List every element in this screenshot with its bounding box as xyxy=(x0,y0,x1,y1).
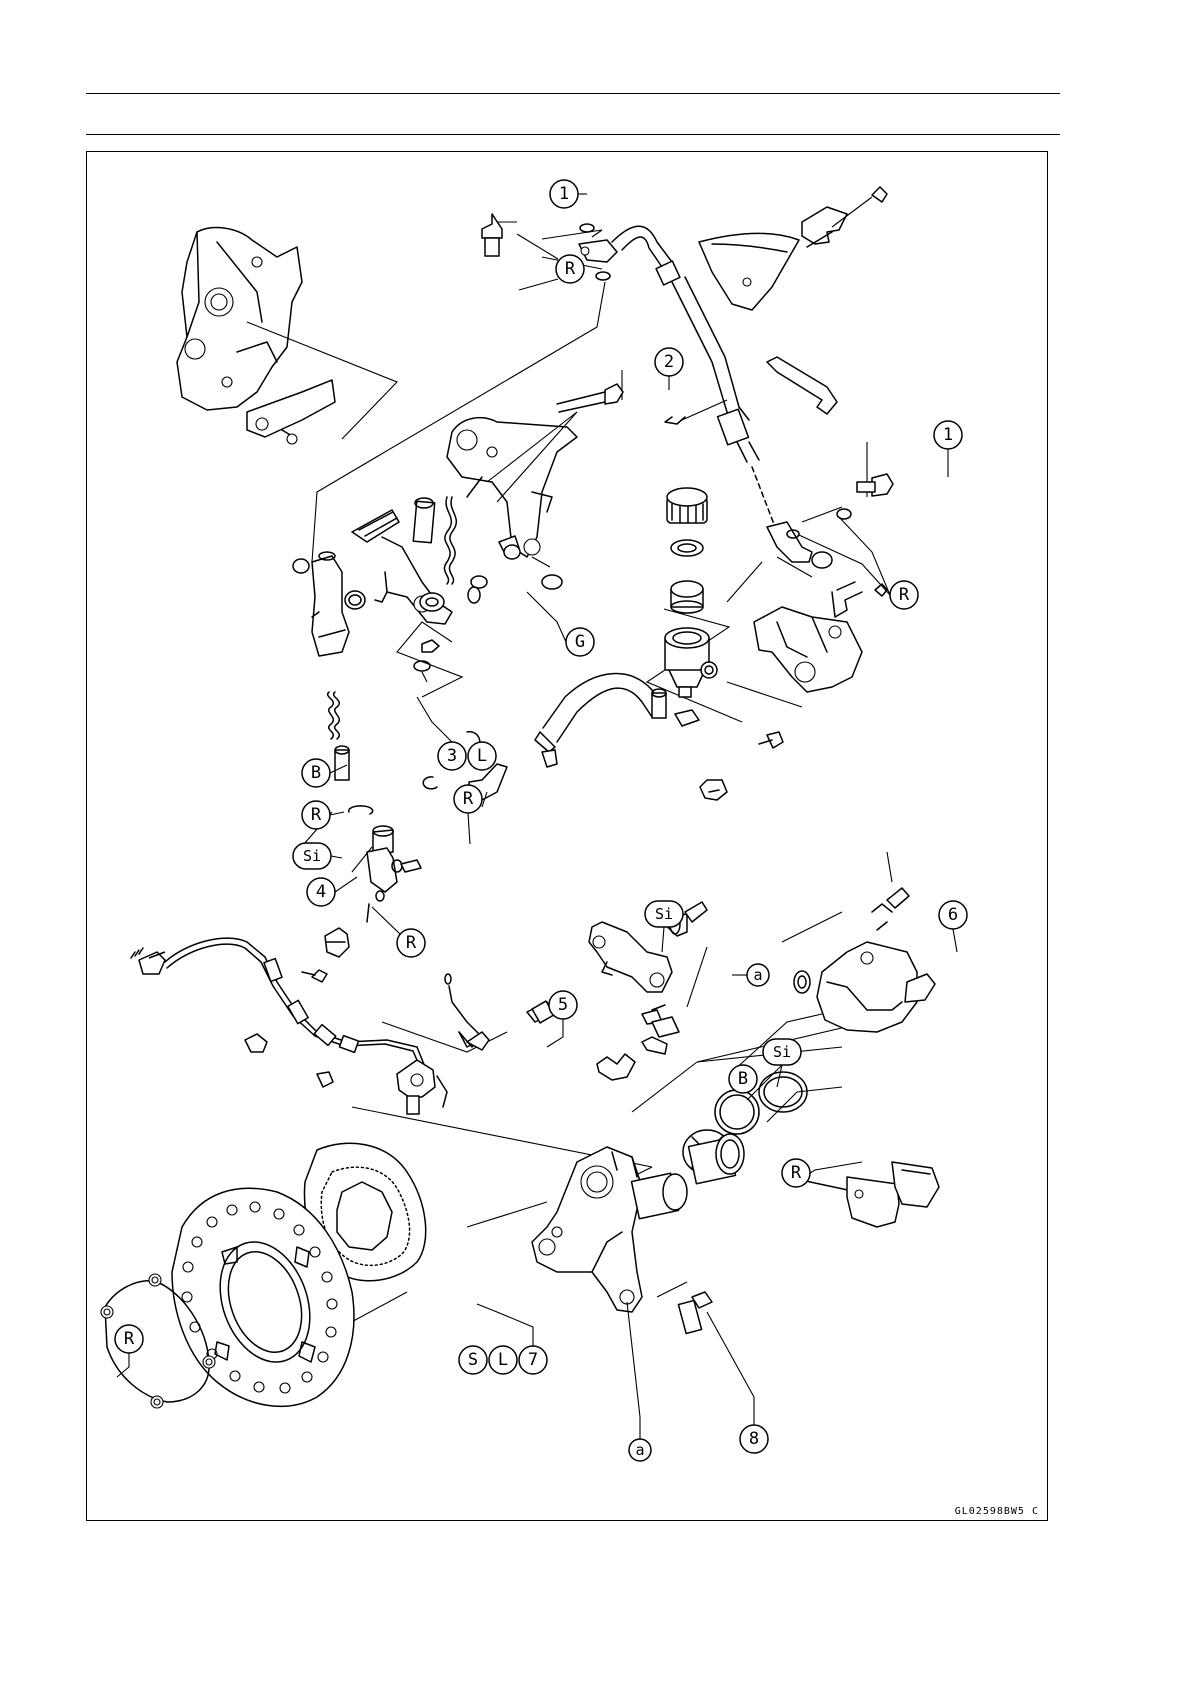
callout-label: Si xyxy=(303,847,321,865)
callout-S: S xyxy=(459,1346,487,1374)
pivot-pin xyxy=(468,536,520,603)
callout-7: 7 xyxy=(519,1346,547,1374)
callout-L-7: L xyxy=(489,1346,517,1374)
callout-label: a xyxy=(635,1441,644,1459)
callout-Si-slide-pin: Si xyxy=(645,901,683,927)
callout-1-top: 1 xyxy=(550,180,578,208)
callout-6: 6 xyxy=(939,901,967,929)
frame-bracket xyxy=(177,228,335,444)
rod-clip xyxy=(445,974,554,1050)
callout-label: S xyxy=(468,1350,478,1370)
header-rule-bottom xyxy=(86,134,1060,135)
callout-B-piston: B xyxy=(729,1065,757,1093)
callout-label: a xyxy=(753,966,762,984)
figure-code: GL02598BW5 C xyxy=(955,1506,1039,1517)
callout-label: 7 xyxy=(528,1350,538,1370)
callout-2: 2 xyxy=(655,348,683,376)
callout-label: R xyxy=(565,259,576,279)
callout-G: G xyxy=(566,628,594,656)
heel-guard xyxy=(699,187,887,310)
callout-label: Si xyxy=(655,905,673,923)
callout-3: 3 xyxy=(438,742,466,770)
callout-label: R xyxy=(311,805,322,825)
hose-guide xyxy=(665,357,837,424)
callout-B-spring: B xyxy=(302,759,330,787)
callout-Si-pushrod: Si xyxy=(293,843,331,869)
callout-R-top: R xyxy=(556,255,584,283)
callout-R-cotter: R xyxy=(397,929,425,957)
callout-R-right: R xyxy=(890,581,918,609)
callout-R-hose: R xyxy=(454,785,482,813)
callout-a-upper: a xyxy=(747,964,769,986)
callout-5: 5 xyxy=(549,991,577,1019)
exploded-view-frame: 1 1 2 3 L 4 5 6 S L 7 8 xyxy=(86,151,1048,1521)
callout-label: B xyxy=(311,763,321,783)
callout-R-circlip: R xyxy=(302,801,330,829)
callout-label: L xyxy=(477,746,487,766)
callout-label: R xyxy=(124,1329,135,1349)
callout-label: 3 xyxy=(447,746,457,766)
callout-8: 8 xyxy=(740,1425,768,1453)
abs-sensor-lead xyxy=(131,928,447,1114)
callout-R-pin: R xyxy=(782,1159,810,1187)
reservoir xyxy=(665,488,727,800)
callout-L-3: L xyxy=(468,742,496,770)
callout-label: B xyxy=(738,1069,748,1089)
callout-label: 4 xyxy=(316,882,326,902)
header-rule-top xyxy=(86,93,1060,94)
callout-R-gasket: R xyxy=(115,1325,143,1353)
exploded-view-diagram: 1 1 2 3 L 4 5 6 S L 7 8 xyxy=(87,152,1047,1520)
brake-hose-upper xyxy=(482,214,832,568)
callout-label: G xyxy=(575,632,585,652)
callout-label: Si xyxy=(773,1043,791,1061)
callout-4: 4 xyxy=(307,878,335,906)
reservoir-bracket xyxy=(754,582,887,748)
callout-label: R xyxy=(463,789,474,809)
callout-label: 1 xyxy=(943,425,953,445)
reservoir-hose xyxy=(535,674,666,767)
callout-label: 1 xyxy=(559,184,569,204)
callout-label: R xyxy=(406,933,417,953)
return-spring xyxy=(542,575,562,589)
callout-label: R xyxy=(791,1163,802,1183)
callout-label: 2 xyxy=(664,352,674,372)
banjo-bolt-right xyxy=(787,474,893,538)
callout-Si-seals: Si xyxy=(763,1039,801,1065)
callout-label: R xyxy=(899,585,910,605)
callout-1-right: 1 xyxy=(934,421,962,449)
callout-label: 8 xyxy=(749,1429,759,1449)
callout-label: 6 xyxy=(948,905,958,925)
callout-a-lower: a xyxy=(629,1439,651,1461)
callout-label: 5 xyxy=(558,995,568,1015)
callout-label: L xyxy=(498,1350,508,1370)
